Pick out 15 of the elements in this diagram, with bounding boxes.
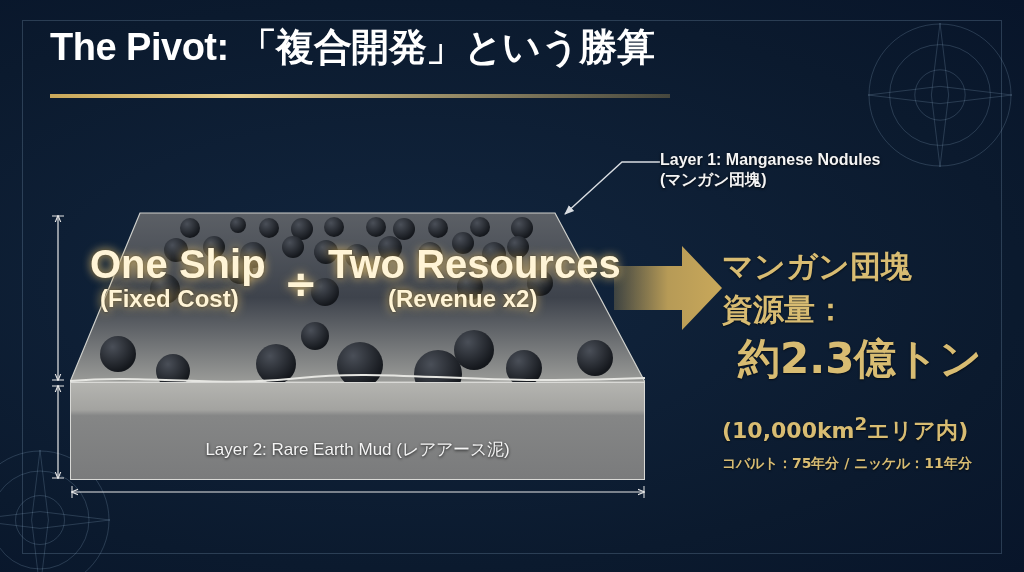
slide-title: The Pivot: 「複合開発」という勝算 bbox=[50, 25, 655, 70]
thick-arrow bbox=[614, 246, 722, 330]
headline-text: Two Resources bbox=[328, 242, 621, 286]
layer-label: Layer 1: Manganese Nodules (マンガン団塊) bbox=[660, 150, 882, 190]
sub-text: (Fixed Cost) bbox=[100, 286, 239, 313]
note-text: コバルト：75年分 / ニッケル：11年分 bbox=[722, 456, 972, 472]
division-sign: ÷ bbox=[284, 262, 318, 306]
sub-text: (Revenue x2) bbox=[388, 286, 538, 313]
leader-line bbox=[564, 161, 661, 215]
note-text: (10,000km$^{2}$エリア内) bbox=[722, 414, 969, 444]
mud-layer-block bbox=[70, 382, 645, 480]
resource-heading: マンガン団塊資源量： bbox=[722, 247, 913, 330]
resource-amount: 約2.3億トン bbox=[738, 332, 983, 385]
layer-label: Layer 2: Rare Earth Mud (レアアース泥) bbox=[205, 438, 510, 460]
headline-text: One Ship bbox=[90, 242, 266, 286]
